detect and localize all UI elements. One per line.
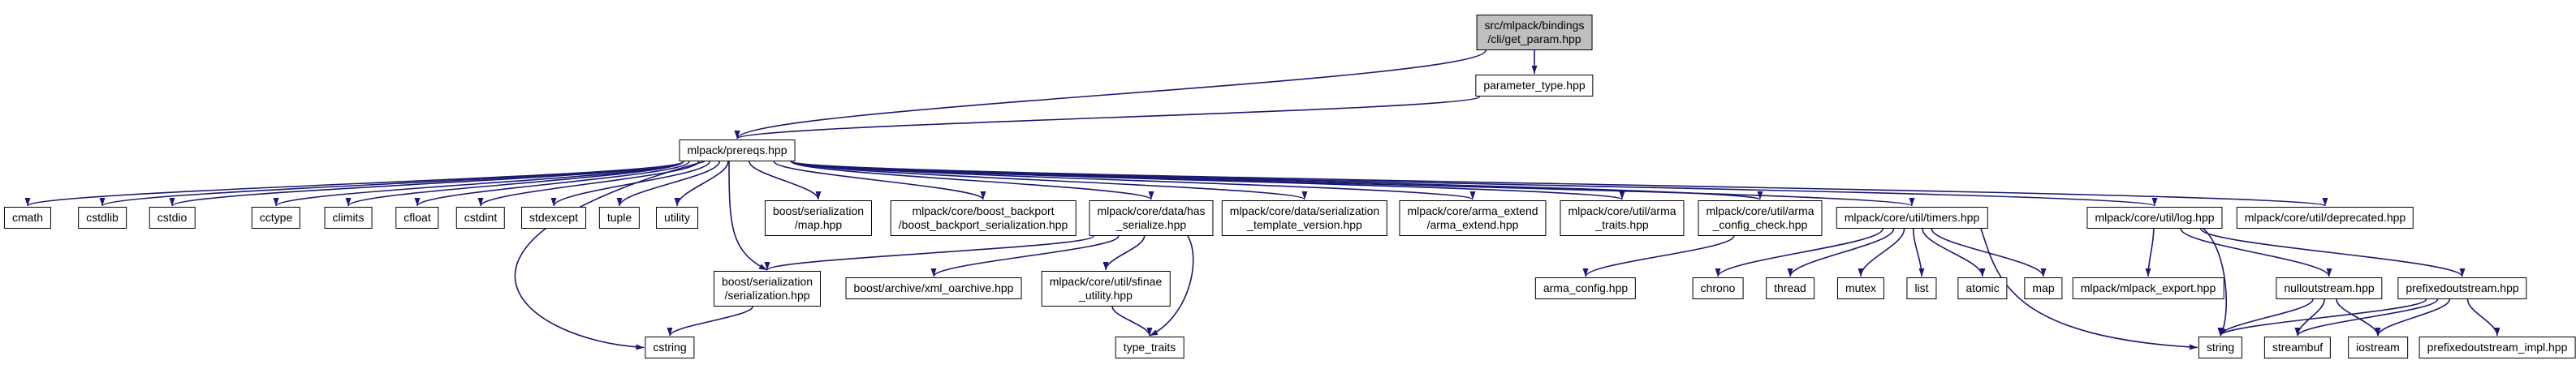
graph-node-prereqs[interactable]: mlpack/prereqs.hpp [679,139,796,161]
graph-node-cstring[interactable]: cstring [645,337,695,358]
graph-node-arma_traits[interactable]: mlpack/core/util/arma _traits.hpp [1560,200,1685,236]
include-edge-arma_config_check-to-arma_config [1582,235,1735,277]
include-edge-prereqs-to-cmath [24,161,684,207]
graph-node-prefixedoutstream[interactable]: prefixedoutstream.hpp [2397,277,2527,299]
include-edge-prereqs-to-ser_tmpl_version [790,161,1308,200]
include-edge-prereqs-to-cstring [514,161,705,350]
graph-node-log[interactable]: mlpack/core/util/log.hpp [2086,207,2223,229]
include-edge-prereqs-to-boost_ser_serialization [728,161,768,271]
graph-node-mutex[interactable]: mutex [1836,277,1885,299]
include-edge-prereqs-to-boost_ser_map [749,161,822,200]
include-edge-nulloutstream-to-streambuf [2294,298,2325,337]
include-edge-prereqs-to-cfloat [414,161,690,207]
graph-node-type_traits[interactable]: type_traits [1115,337,1184,358]
include-edge-log-to-mlpack_export [2145,228,2155,277]
graph-node-sfinae_utility[interactable]: mlpack/core/util/sfinae _utility.hpp [1041,271,1171,307]
graph-node-climits[interactable]: climits [324,207,373,229]
include-edge-prereqs-to-arma_extend [790,161,1475,200]
graph-node-iostream[interactable]: iostream [2348,337,2408,358]
graph-node-timers[interactable]: mlpack/core/util/timers.hpp [1836,207,1988,229]
include-edge-prefixedoutstream-to-prefixedoutstream_impl [2466,298,2500,337]
include-edge-log-to-prefixedoutstream [2200,228,2466,277]
graph-node-boost_backport[interactable]: mlpack/core/boost_backport /boost_backpo… [890,200,1077,236]
graph-node-string[interactable]: string [2198,337,2243,358]
graph-node-chrono[interactable]: chrono [1692,277,1744,299]
graph-node-deprecated[interactable]: mlpack/core/util/deprecated.hpp [2236,207,2414,229]
graph-node-tuple[interactable]: tuple [598,207,641,229]
graph-node-utility[interactable]: utility [656,207,698,229]
graph-node-xml_oarchive[interactable]: boost/archive/xml_oarchive.hpp [845,277,1022,299]
include-edge-prereqs-to-arma_traits [790,161,1625,200]
graph-node-get_param[interactable]: src/mlpack/bindings /cli/get_param.hpp [1476,15,1593,50]
include-edge-prereqs-to-timers [790,161,1914,207]
include-edge-prefixedoutstream-to-streambuf [2294,298,2439,337]
include-edge-prereqs-to-cstdlib [99,161,684,207]
graph-node-list[interactable]: list [1906,277,1937,299]
include-edge-prereqs-to-cstdio [169,161,684,207]
include-edge-prefixedoutstream-to-iostream [2375,298,2451,337]
graph-node-arma_extend[interactable]: mlpack/core/arma_extend /arma_extend.hpp [1399,200,1547,236]
include-edge-prereqs-to-stdexcept [550,161,710,207]
include-edge-prereqs-to-boost_backport [773,161,986,200]
include-edge-timers-to-mutex [1858,228,1905,277]
graph-node-cstdint[interactable]: cstdint [455,207,506,229]
graph-node-thread[interactable]: thread [1766,277,1814,299]
include-edge-parameter_type-to-prereqs [735,96,1481,139]
include-edge-timers-to-map [1931,228,2047,277]
graph-node-parameter_type[interactable]: parameter_type.hpp [1475,75,1594,97]
include-edge-prereqs-to-has_serialize [790,161,1154,200]
include-edge-prereqs-to-deprecated [790,161,2328,207]
include-edge-prereqs-to-utility [674,161,729,207]
graph-node-atomic[interactable]: atomic [1957,277,2008,299]
graph-node-map[interactable]: map [2024,277,2063,299]
include-edge-prereqs-to-log [790,161,2157,207]
graph-node-stdexcept[interactable]: stdexcept [521,207,586,229]
include-edge-prereqs-to-cctype [273,161,684,207]
graph-node-cmath[interactable]: cmath [3,207,52,229]
include-edge-sfinae_utility-to-type_traits [1111,306,1153,337]
include-edge-nulloutstream-to-string [2217,298,2314,337]
graph-node-cstdlib[interactable]: cstdlib [78,207,127,229]
include-edge-prereqs-to-cstdint [477,161,700,207]
include-edge-prereqs-to-tuple [616,161,721,207]
graph-node-cctype[interactable]: cctype [251,207,301,229]
include-edge-get_param-to-prereqs [734,49,1486,139]
include-edge-timers-to-list [1913,228,1925,277]
graph-node-cstdio[interactable]: cstdio [149,207,196,229]
graph-node-prefixedoutstream_impl[interactable]: prefixedoutstream_impl.hpp [2419,337,2576,358]
graph-node-ser_tmpl_version[interactable]: mlpack/core/data/serialization _template… [1221,200,1388,236]
include-edge-prereqs-to-climits [345,161,684,207]
graph-node-boost_ser_serialization[interactable]: boost/serialization /serialization.hpp [713,271,822,307]
graph-node-has_serialize[interactable]: mlpack/core/data/has _serialize.hpp [1089,200,1214,236]
include-edge-prefixedoutstream-to-string [2217,298,2427,337]
include-edge-boost_ser_serialization-to-cstring [667,306,753,337]
include-edge-has_serialize-to-sfinae_utility [1102,235,1146,271]
include-edge-log-to-nulloutstream [2180,228,2332,277]
graph-node-streambuf[interactable]: streambuf [2263,337,2332,358]
include-edge-timers-to-atomic [1922,228,1986,277]
graph-node-mlpack_export[interactable]: mlpack/mlpack_export.hpp [2072,277,2224,299]
graph-node-arma_config[interactable]: arma_config.hpp [1534,277,1637,299]
graph-node-arma_config_check[interactable]: mlpack/core/util/arma _config_check.hpp [1698,200,1823,236]
graph-node-nulloutstream[interactable]: nulloutstream.hpp [2276,277,2383,299]
include-edge-nulloutstream-to-iostream [2336,298,2381,337]
graph-node-boost_ser_map[interactable]: boost/serialization /map.hpp [764,200,873,236]
include-edge-prereqs-to-arma_config_check [790,161,1763,200]
include-edge-has_serialize-to-boost_ser_serialization [764,235,1094,271]
graph-node-cfloat[interactable]: cfloat [395,207,439,229]
